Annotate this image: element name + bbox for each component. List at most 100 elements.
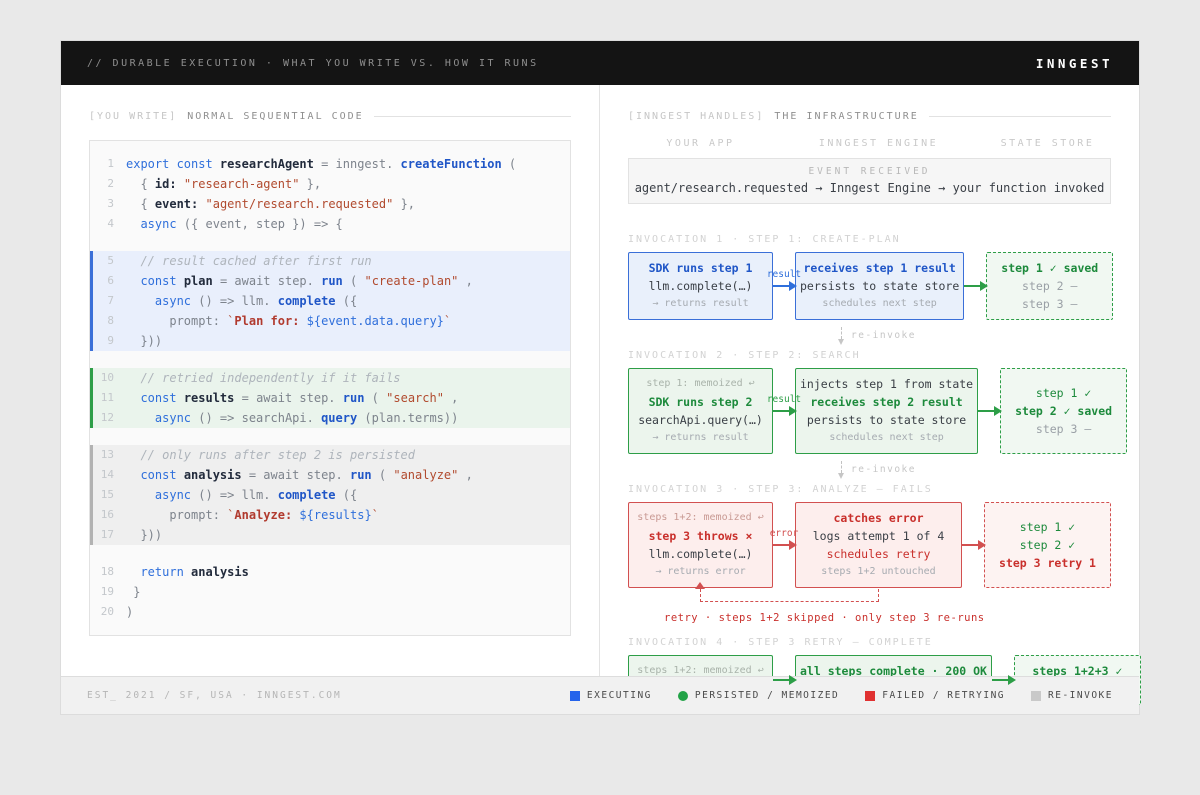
code-token: (: [364, 391, 387, 405]
box-line: step 2 ✓ saved: [1015, 404, 1113, 418]
code-token: ,: [458, 274, 473, 288]
code-text: const results = await step. run ( "searc…: [126, 388, 458, 408]
line-number: 11: [100, 391, 114, 404]
code-text: prompt: `Plan for: ${event.data.query}`: [126, 311, 451, 331]
code-text: async () => searchApi. query (plan.terms…: [126, 408, 458, 428]
code-text: })): [126, 525, 162, 545]
code-token: [177, 274, 184, 288]
box-line: catches error: [833, 511, 924, 525]
code-line: 7 async () => llm. complete ({: [90, 291, 570, 311]
code-token: createFunction: [400, 157, 502, 171]
code-token: "research-agent": [183, 177, 300, 191]
code-token: run: [342, 391, 365, 405]
invocation-label: INVOCATION 1 · STEP 1: CREATE-PLAN: [628, 234, 901, 245]
reinvoke-cell: re-invoke: [795, 454, 962, 484]
box-line: SDK runs step 2: [648, 395, 753, 409]
line-number: 14: [100, 468, 114, 481]
code-line: 15 async () => llm. complete ({: [90, 485, 570, 505]
code-token: = await step.: [212, 274, 322, 288]
flow-arrow: result: [767, 252, 801, 320]
flow-arrow-line: [991, 675, 1016, 685]
box-line: → returns error: [655, 566, 746, 577]
flow-arrow-label: error: [769, 528, 799, 539]
footer-meta-link[interactable]: EST_ 2021 / SF, USA · INNGEST.COM: [87, 690, 342, 701]
code-text: const plan = await step. run ( "create-p…: [126, 271, 473, 291]
code-token: const: [140, 468, 177, 482]
flow-arrow-line: [773, 281, 797, 291]
line-number: 10: [100, 371, 114, 384]
code-line: 9 })): [90, 331, 570, 351]
code-line: 4 async ({ event, step }) => {: [90, 214, 570, 234]
reinvoke-label: re-invoke: [851, 463, 916, 475]
legend-label: RE-INVOKE: [1048, 690, 1113, 701]
box-line: step 1 ✓: [1035, 386, 1092, 400]
retry-arrowhead-icon: [695, 582, 705, 589]
code-token: [198, 197, 205, 211]
code-token: ${event.data.query}: [306, 314, 444, 328]
legend-label: EXECUTING: [586, 690, 652, 701]
box-line: step 3 retry 1: [999, 556, 1096, 570]
code-token: },: [299, 177, 322, 191]
column-header-inngest-engine: INNGEST ENGINE: [818, 138, 939, 149]
flow-arrow: [773, 655, 797, 705]
box-line: persists to state store: [800, 279, 960, 293]
code-token: [177, 391, 184, 405]
code-line: 10 // retried independently if it fails: [90, 368, 570, 388]
flow-arrow-line: [978, 406, 1003, 416]
box-line: SDK runs step 1: [648, 261, 753, 275]
code-token: () => llm.: [191, 294, 278, 308]
box-line: persists to state store: [806, 413, 967, 427]
code-token: "agent/research.requested": [205, 197, 394, 211]
code-token: }: [126, 585, 141, 599]
line-number: 13: [100, 448, 114, 461]
box-line: steps 1+2 untouched: [821, 566, 936, 577]
code-token: `: [227, 314, 235, 328]
code-line: 16 prompt: `Analyze: ${results}`: [90, 505, 570, 525]
code-text: // result cached after first run: [126, 251, 371, 271]
legend-item: FAILED / RETRYING: [865, 690, 1005, 701]
code-token: async: [154, 294, 192, 308]
code-token: })): [126, 334, 163, 348]
column-header-your-app: YOUR APP: [666, 138, 735, 149]
code-token: = await step.: [241, 468, 350, 482]
code-line: 2 { id: "research-agent" },: [90, 174, 570, 194]
footer-bar: EST_ 2021 / SF, USA · INNGEST.COM EXECUT…: [61, 676, 1139, 714]
code-section-header: [YOU WRITE] NORMAL SEQUENTIAL CODE: [89, 111, 571, 122]
code-token: analysis: [191, 565, 249, 579]
code-token: (: [501, 157, 517, 171]
code-token: ({: [335, 488, 358, 502]
line-number: 15: [100, 488, 114, 501]
code-token: async: [154, 488, 192, 502]
code-token: {: [126, 177, 155, 191]
code-spacer: [90, 234, 570, 251]
code-text: })): [126, 331, 162, 351]
code-token: () => llm.: [191, 488, 278, 502]
box-line: schedules next step: [822, 298, 937, 309]
code-token: [126, 274, 140, 288]
code-token: "search": [386, 391, 444, 405]
code-token: [177, 468, 184, 482]
code-token: // only runs after step 2 is persisted: [126, 448, 415, 462]
code-text: { id: "research-agent" },: [126, 174, 321, 194]
code-token: return: [140, 565, 184, 579]
retry-caption: retry · steps 1+2 skipped · only step 3 …: [664, 612, 985, 624]
top-header-bar: // DURABLE EXECUTION · WHAT YOU WRITE VS…: [61, 41, 1139, 85]
flow-arrow-line: [773, 406, 797, 416]
code-text: }: [126, 582, 140, 602]
header-subtitle: // DURABLE EXECUTION · WHAT YOU WRITE VS…: [87, 57, 539, 69]
code-token: (plan.terms)): [357, 411, 459, 425]
box-line: steps 1+2: memoized ↩: [637, 512, 764, 523]
infrastructure-panel: [INNGEST HANDLES] THE INFRASTRUCTURE YOU…: [600, 85, 1141, 705]
code-token: async: [154, 411, 192, 425]
box-line: llm.complete(…): [648, 279, 753, 293]
code-line: 12 async () => searchApi. query (plan.te…: [90, 408, 570, 428]
flow-arrow-line: [773, 540, 797, 550]
